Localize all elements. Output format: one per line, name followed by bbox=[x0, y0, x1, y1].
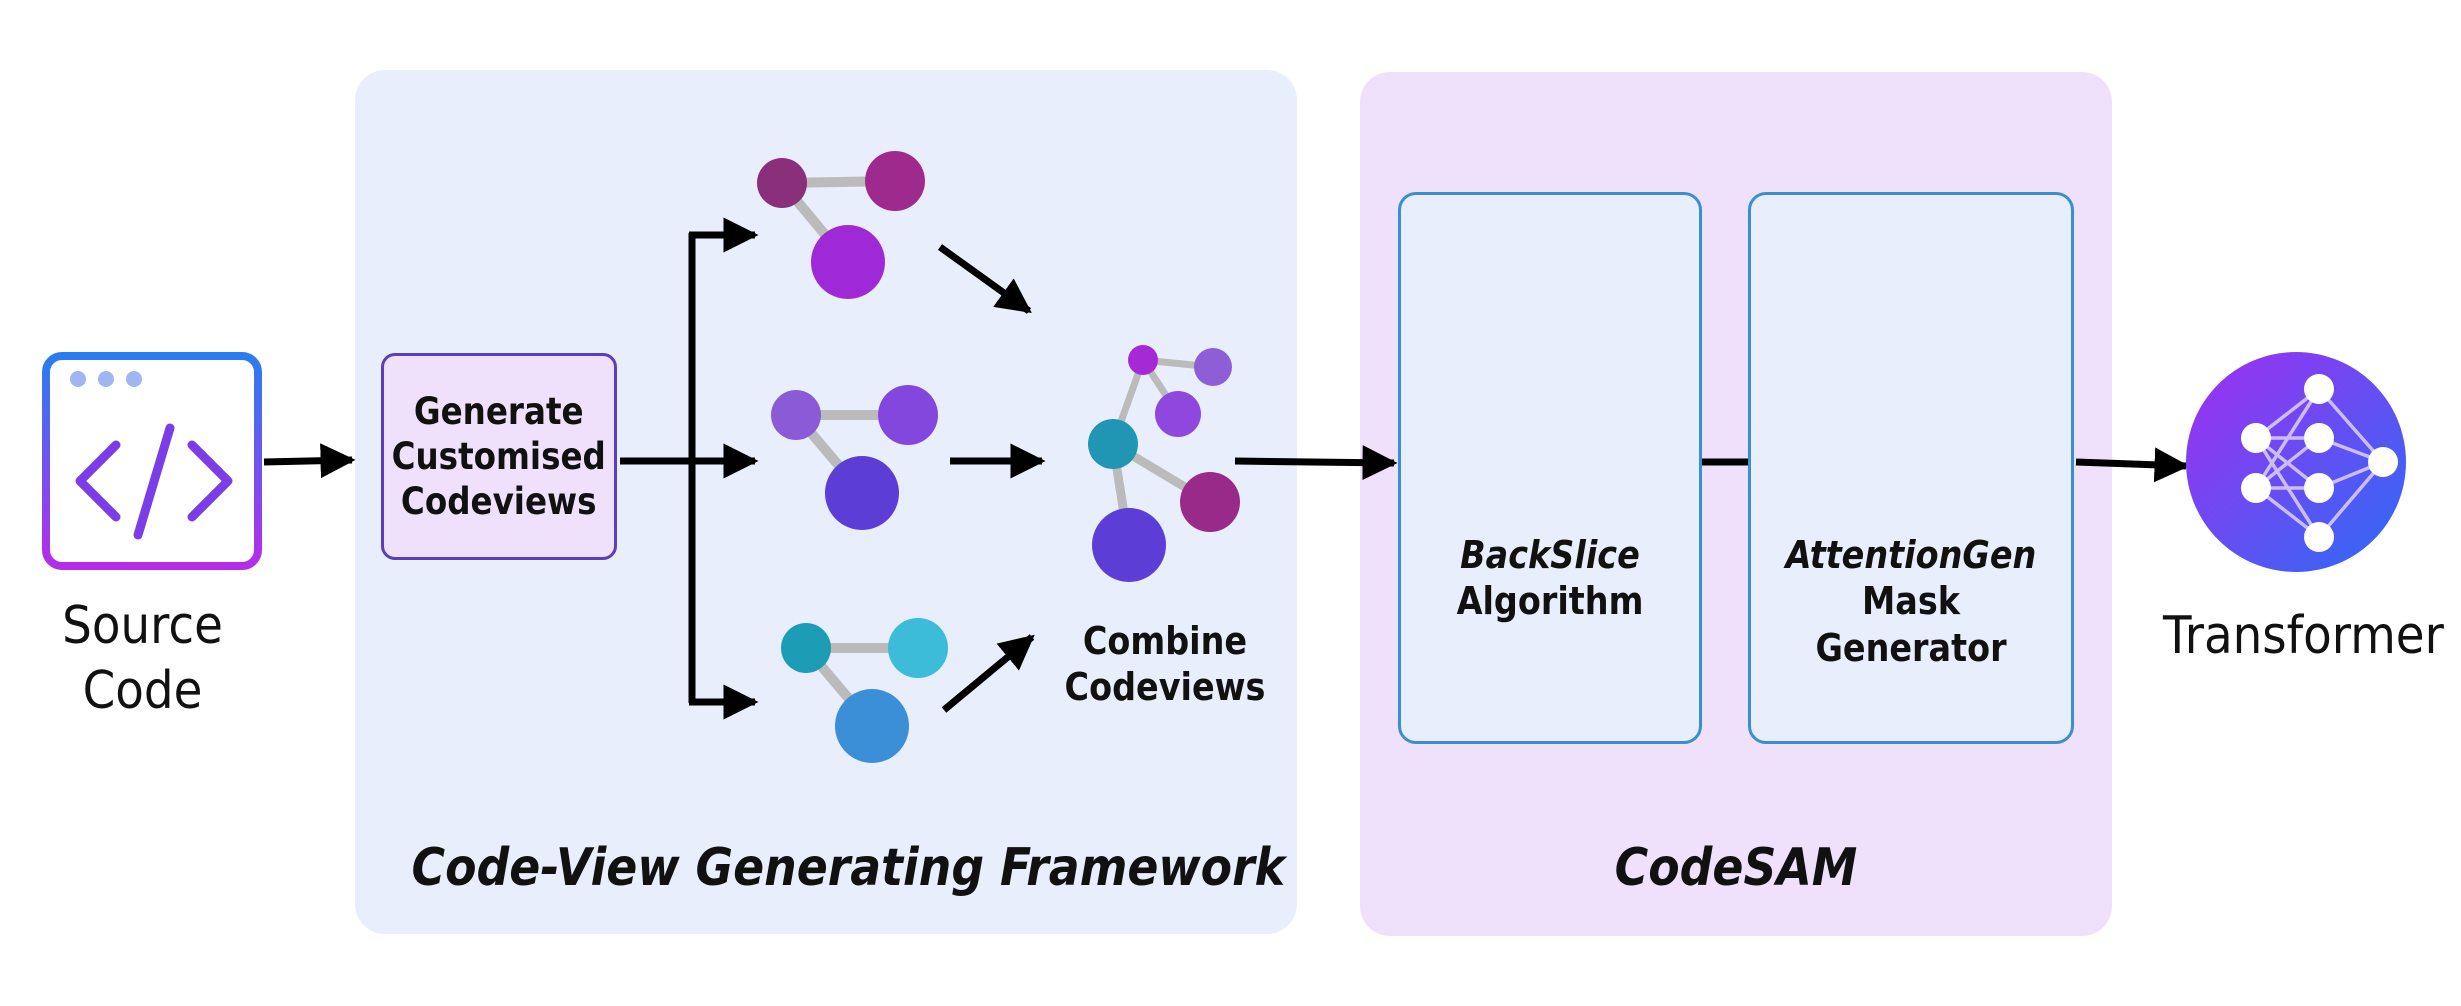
combine-codeviews-label: Combine Codeviews bbox=[1046, 618, 1284, 711]
attentiongen-line-3: Generator bbox=[1815, 625, 2007, 670]
codeview-graph-3 bbox=[781, 618, 948, 763]
generate-codeviews-label: Generate Customised Codeviews bbox=[392, 389, 606, 524]
combine-line-2: Codeviews bbox=[1064, 665, 1266, 710]
generate-codeviews-box: Generate Customised Codeviews bbox=[381, 353, 617, 560]
code-window-icon bbox=[42, 352, 262, 570]
fork-arrows bbox=[620, 217, 759, 720]
arrow-combined-to-codesam bbox=[1234, 445, 1398, 481]
combine-line-1: Combine bbox=[1082, 619, 1248, 663]
backslice-module bbox=[1398, 192, 1702, 744]
backslice-name: BackSlice bbox=[1460, 533, 1640, 577]
codeview-graph-1 bbox=[757, 151, 925, 299]
attentiongen-module bbox=[1748, 192, 2074, 744]
codeview-graph-2 bbox=[771, 385, 938, 530]
combined-codeview-graph bbox=[1088, 345, 1240, 582]
neural-network-icon bbox=[2186, 352, 2406, 572]
source-label-line-2: Code bbox=[82, 661, 203, 721]
generate-line-3: Codeviews bbox=[401, 480, 597, 524]
attentiongen-line-2: Mask bbox=[1861, 579, 1960, 624]
codesam-title: CodeSAM bbox=[1614, 838, 1858, 898]
source-code-label: Source Code bbox=[32, 594, 253, 724]
attentiongen-name: AttentionGen bbox=[1785, 533, 2037, 577]
source-label-line-1: Source bbox=[62, 596, 223, 656]
generate-line-1: Generate bbox=[414, 389, 584, 433]
backslice-label: BackSlice Algorithm bbox=[1418, 532, 1682, 625]
arrow-source-to-generate bbox=[263, 443, 356, 479]
backslice-suffix: Algorithm bbox=[1456, 579, 1644, 624]
generate-line-2: Customised bbox=[391, 434, 607, 478]
transformer-label: Transformer bbox=[2163, 606, 2444, 666]
arrow-codesam-to-transformer bbox=[2075, 447, 2190, 483]
attentiongen-label: AttentionGen Mask Generator bbox=[1769, 532, 2052, 671]
arrows-to-combined bbox=[937, 244, 1046, 713]
framework-title: Code-View Generating Framework bbox=[411, 838, 1286, 898]
